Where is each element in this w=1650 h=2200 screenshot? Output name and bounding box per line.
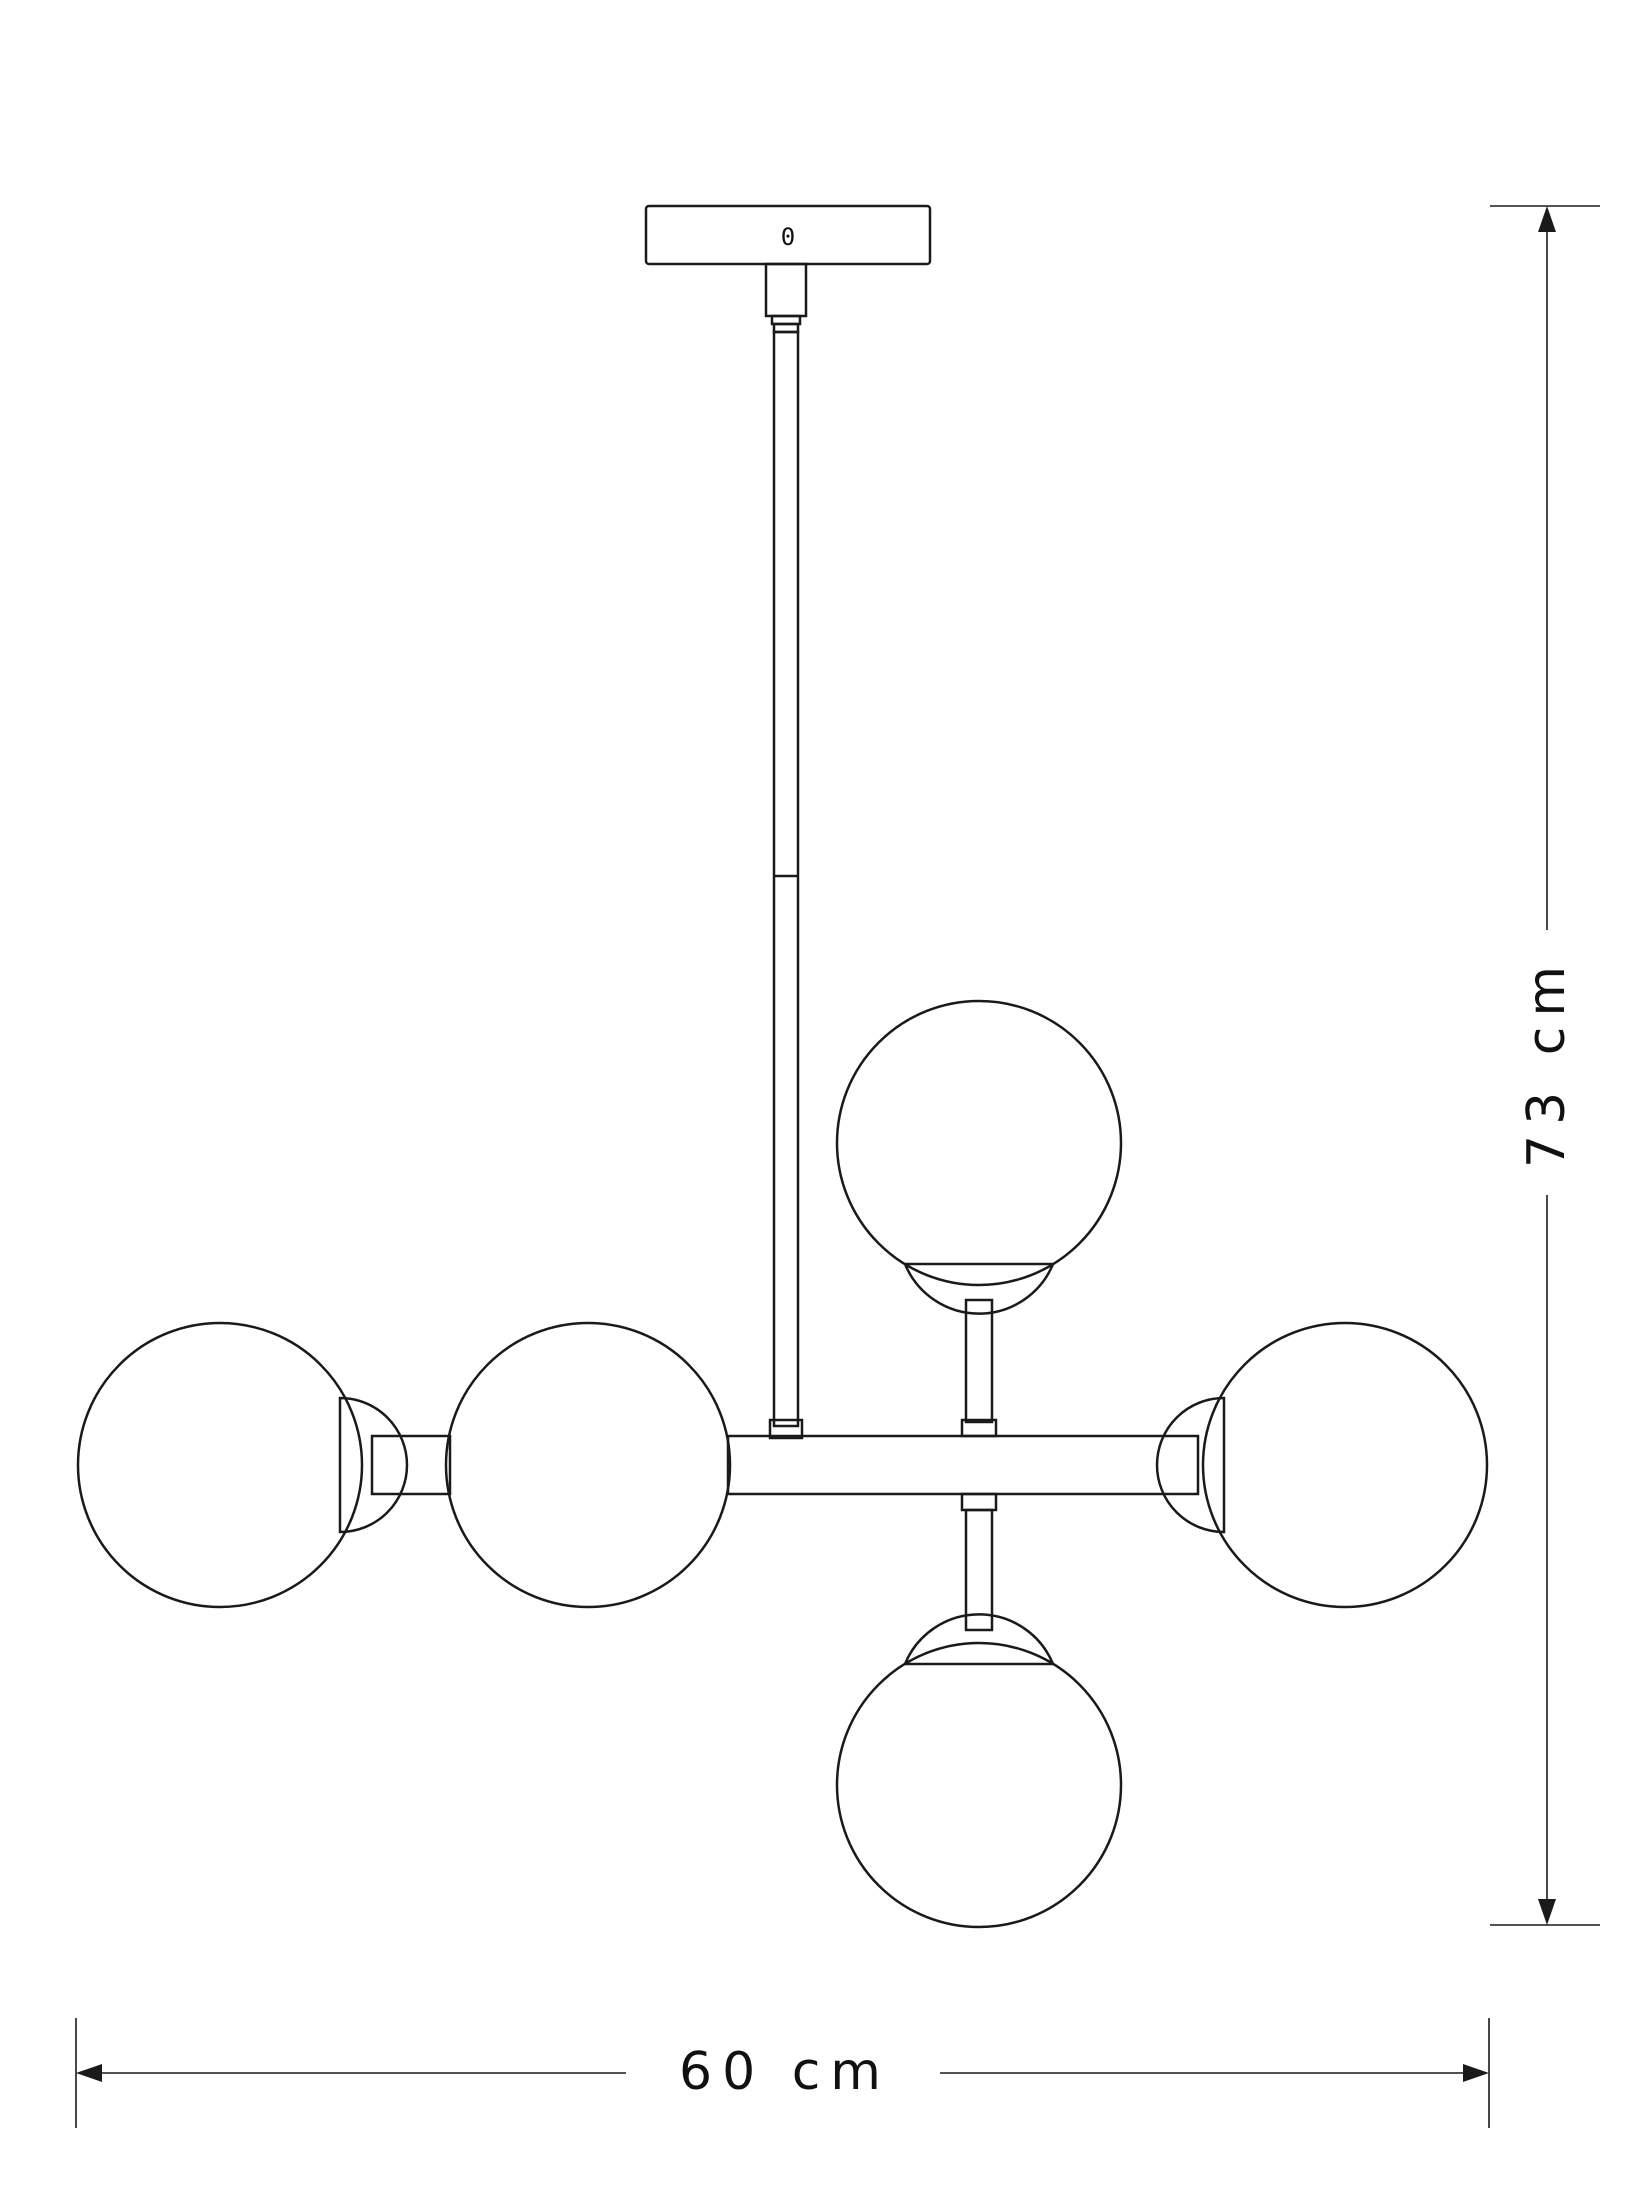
height-label: 73 cm (1517, 956, 1577, 1168)
arrow-down-icon (1538, 1899, 1556, 1925)
upper-stem (960, 1298, 998, 1438)
globe-top (835, 999, 1123, 1315)
globe-right (1155, 1321, 1489, 1609)
globe-bottom (835, 1613, 1123, 1929)
arrow-left-icon (76, 2064, 102, 2082)
horizontal-bar (726, 1434, 1200, 1496)
suspension-rod (768, 330, 804, 1440)
arrow-up-icon (1538, 206, 1556, 232)
arrow-right-icon (1463, 2064, 1489, 2082)
left-connector-bar (370, 1434, 452, 1496)
height-dimension: 73 cm (1490, 205, 1600, 1926)
width-label: 60 cm (679, 2042, 891, 2102)
canopy-mark: 0 (781, 223, 795, 251)
globe-far-left (76, 1321, 409, 1609)
ceiling-canopy: 0 (644, 204, 932, 266)
globe-inner-left (444, 1321, 732, 1609)
canopy-coupler (764, 262, 808, 334)
lower-stem (960, 1492, 998, 1632)
width-dimension: 60 cm (75, 2018, 1490, 2128)
